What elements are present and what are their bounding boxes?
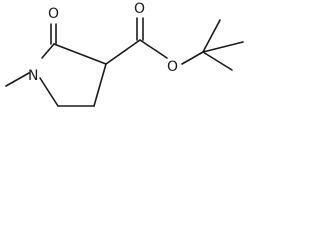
bond-c3-ester-carbon bbox=[105, 39, 141, 65]
bond-c3-c2 bbox=[53, 43, 107, 65]
bond-oxygen-tbutyl bbox=[181, 51, 204, 65]
bond-nitrogen-c5 bbox=[39, 77, 59, 107]
bond-methyl-nitrogen bbox=[5, 72, 30, 87]
bond-nitrogen-c2 bbox=[41, 43, 55, 59]
bond-tbutyl-up bbox=[202, 19, 221, 53]
bond-c4-c3 bbox=[93, 63, 107, 107]
bond-tbutyl-right bbox=[202, 41, 244, 53]
bond-ester-carbon-oxygen bbox=[139, 39, 168, 59]
chemical-structure: N O O O bbox=[5, 1, 244, 107]
carbonyl-oxygen-label: O bbox=[134, 1, 145, 17]
ketone-oxygen-label: O bbox=[48, 6, 59, 22]
nitrogen-label: N bbox=[28, 68, 38, 84]
atom-labels: N O O O bbox=[28, 1, 178, 84]
bond-tbutyl-down bbox=[202, 51, 233, 71]
bonds bbox=[5, 17, 244, 107]
ester-oxygen-label: O bbox=[167, 59, 178, 75]
